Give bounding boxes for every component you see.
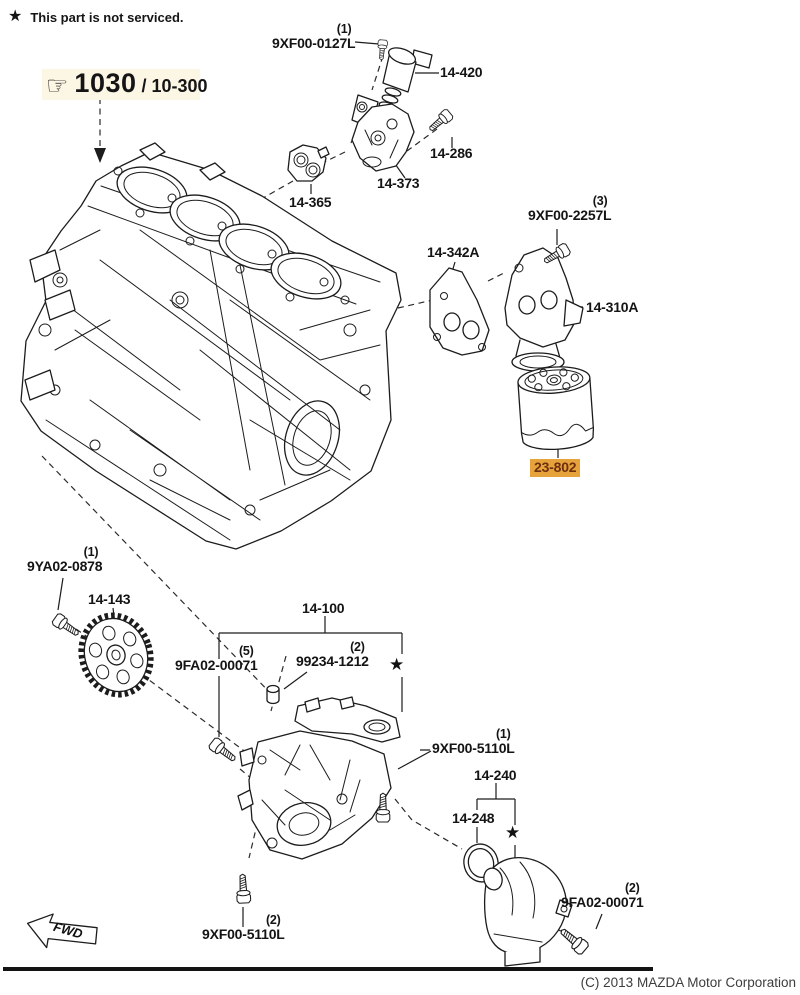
oil-filter-bracket-14-310A-drawing (504, 247, 584, 372)
pickup-tube-14-240-drawing (483, 856, 573, 967)
ref-arrowhead (94, 148, 106, 163)
star-icon: ★ (8, 8, 23, 25)
part-qty: (2) (350, 640, 365, 654)
bolt-9XF00-0127L-drawing (376, 39, 389, 61)
part-label-9XF00-2257L[interactable]: (3) 9XF00-2257L (528, 194, 612, 223)
part-label-14-373[interactable]: 14-373 (377, 175, 420, 191)
part-qty: (2) (265, 913, 281, 927)
gasket-14-342A-drawing (429, 267, 490, 356)
part-code: 9FA02-00071 (175, 657, 258, 673)
part-code: 14-342A (427, 244, 480, 260)
part-code: 14-143 (88, 591, 131, 607)
part-code: 14-373 (377, 175, 420, 191)
part-label-14-310A[interactable]: 14-310A (586, 299, 639, 315)
part-label-14-240[interactable]: 14-240 (474, 767, 517, 783)
part-code: 9XF00-5110L (432, 740, 515, 756)
bolt-9XF00-5110L-2-drawing (235, 873, 252, 904)
section-reference[interactable]: ☞ 1030 / 10-300 (46, 68, 208, 99)
part-code: 14-248 (452, 810, 495, 826)
ref-highlight-background (42, 69, 200, 100)
star-marker-14-100: ★ (389, 655, 405, 674)
part-label-14-143[interactable]: 14-143 (88, 591, 131, 607)
part-label-23-802[interactable]: 23-802 (530, 459, 581, 477)
copyright-text: (C) 2013 MAZDA Motor Corporation (580, 975, 796, 990)
part-code: 9XF00-0127L (272, 35, 356, 51)
bottom-rule (3, 967, 653, 971)
part-label-9YA02-0878[interactable]: (1) 9YA02-0878 (27, 545, 103, 574)
star-marker-14-240: ★ (505, 823, 521, 842)
fwd-arrow: FWD (26, 913, 98, 949)
bolt-9FA02-00071-5-drawing (207, 736, 240, 766)
part-code-highlighted: 23-802 (530, 459, 581, 477)
part-qty: (2) (624, 881, 640, 895)
bracket-14-365-drawing (287, 144, 330, 182)
part-code: 14-365 (289, 194, 332, 210)
part-code: 14-286 (430, 145, 473, 161)
oil-filter-23-802-drawing (517, 366, 595, 450)
section-subcode: / 10-300 (141, 76, 208, 96)
part-code: 14-310A (586, 299, 639, 315)
part-label-14-365[interactable]: 14-365 (289, 194, 332, 210)
part-code: 9XF00-5110L (202, 926, 285, 942)
part-qty: (1) (83, 545, 99, 559)
part-label-14-248[interactable]: 14-248 (452, 810, 495, 826)
leader-lines (57, 41, 603, 930)
part-label-9FA02-00071-qty2[interactable]: (2) 9FA02-00071 (561, 882, 644, 910)
part-code: 14-420 (440, 64, 483, 80)
part-label-9XF00-5110L-qty2[interactable]: (2) 9XF00-5110L (202, 914, 285, 942)
part-code: 14-240 (474, 767, 517, 783)
not-serviced-note: ★ This part is not serviced. (8, 9, 184, 25)
part-qty: (1) (336, 22, 352, 36)
part-label-14-342A[interactable]: 14-342A (427, 244, 480, 260)
part-qty: (5) (238, 644, 254, 658)
part-qty: (3) (592, 194, 608, 208)
dowel-99234-1212-drawing (266, 684, 280, 705)
part-code: 99234-1212 (296, 653, 369, 669)
bolt-14-286-drawing (425, 107, 455, 135)
note-text: This part is not serviced. (30, 9, 184, 25)
part-qty: (1) (495, 727, 511, 741)
part-label-14-420[interactable]: 14-420 (440, 64, 483, 80)
part-label-9XF00-0127L[interactable]: (1) 9XF00-0127L (272, 22, 356, 51)
bolt-9FA02-00071-2-drawing (556, 924, 591, 957)
part-label-14-286[interactable]: 14-286 (430, 145, 473, 161)
part-label-14-100[interactable]: 14-100 (302, 600, 345, 616)
part-label-9XF00-5110L-qty1[interactable]: (1) 9XF00-5110L (432, 728, 515, 756)
part-label-9FA02-00071-qty5[interactable]: (5) 9FA02-00071 (175, 645, 258, 673)
section-code: 1030 (74, 68, 137, 98)
part-code: 9FA02-00071 (561, 894, 644, 910)
part-code: 9XF00-2257L (528, 207, 612, 223)
part-label-99234-1212[interactable]: (2) 99234-1212 (296, 641, 369, 669)
engine-block-drawing (20, 142, 402, 550)
bolt-9YA02-0878-drawing (50, 612, 83, 641)
part-code: 14-100 (302, 600, 345, 616)
pointing-hand-icon: ☞ (46, 72, 69, 100)
gear-14-143-drawing (78, 612, 154, 698)
housing-14-373-drawing (351, 103, 415, 172)
part-code: 9YA02-0878 (27, 558, 103, 574)
oil-pump-14-100-drawing (237, 684, 401, 860)
